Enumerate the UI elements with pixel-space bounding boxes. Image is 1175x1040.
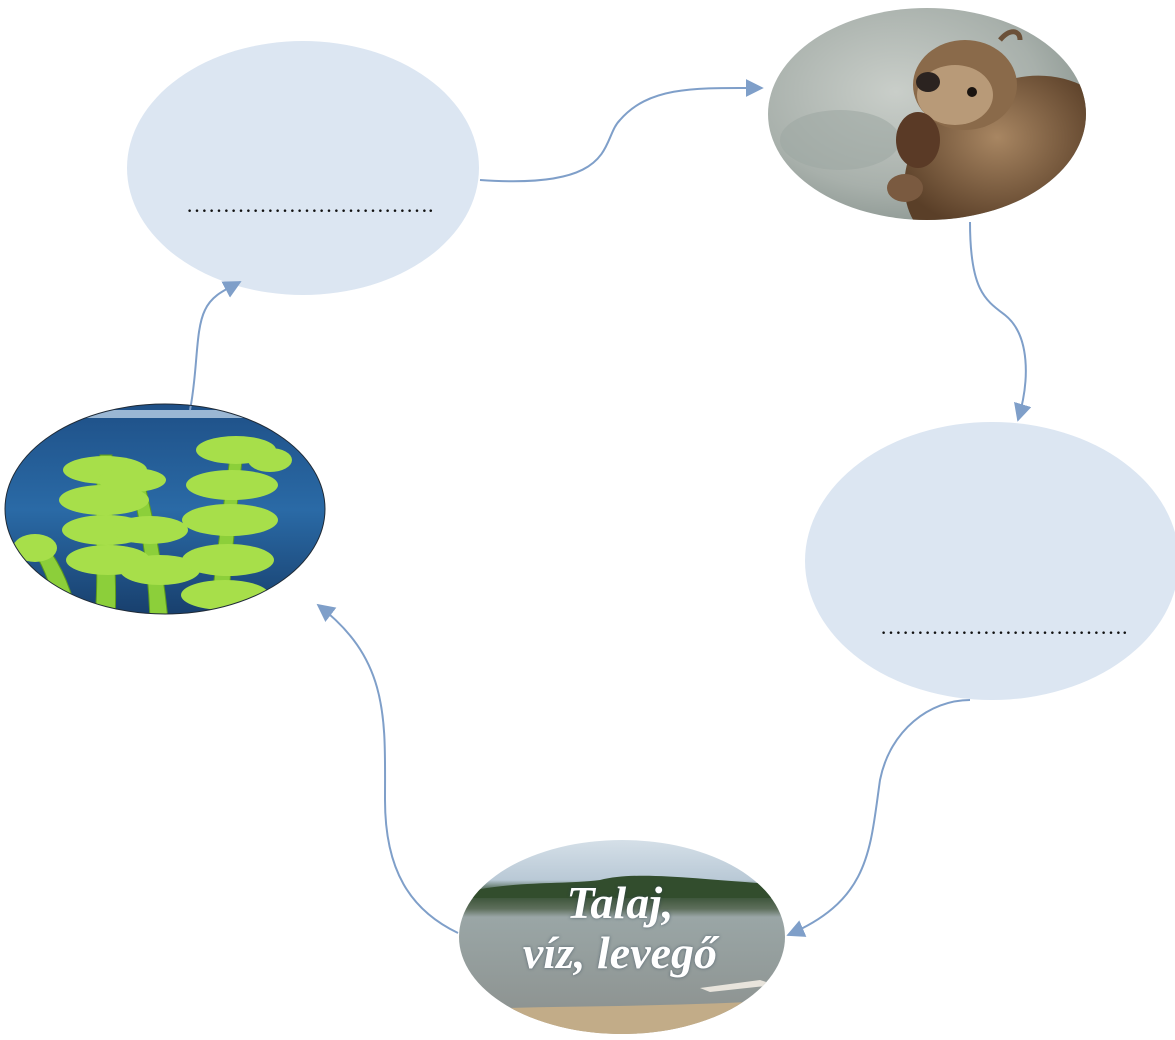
abiotic-label-line2: víz, levegő	[522, 927, 718, 978]
abiotic-label: Talaj, víz, levegő	[480, 878, 760, 978]
abiotic-label-line1: Talaj,	[566, 877, 674, 928]
arrow-plant-to-consumer	[189, 281, 242, 411]
decomposer-blank[interactable]: …………………………….	[880, 614, 1128, 639]
arrow-decomposer-to-abiotic	[786, 699, 971, 937]
waterplant-image	[5, 404, 325, 614]
arrow-consumer-to-otter	[479, 78, 764, 183]
arrow-otter-to-decomposer	[969, 221, 1032, 422]
arrow-abiotic-to-plant	[316, 603, 459, 934]
consumer-blank[interactable]: …………………………….	[186, 192, 434, 217]
consumer-bubble	[127, 41, 479, 295]
lake-image	[459, 840, 785, 1034]
otter-image	[768, 8, 1086, 220]
decomposer-bubble	[805, 422, 1175, 700]
